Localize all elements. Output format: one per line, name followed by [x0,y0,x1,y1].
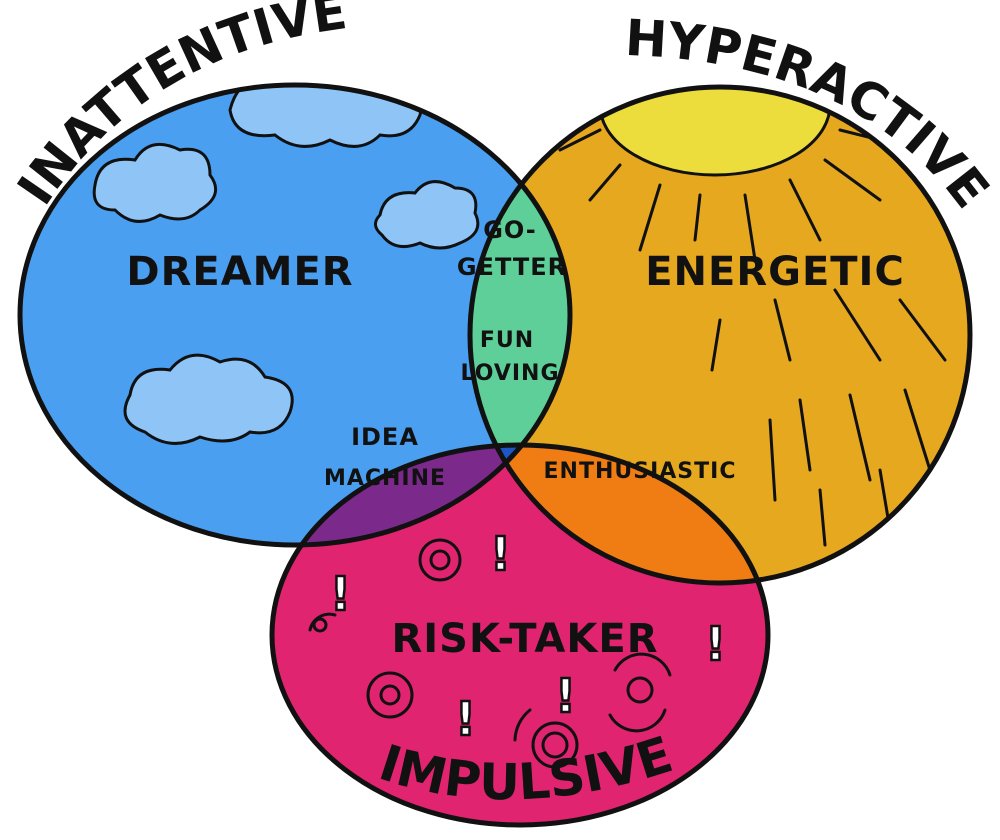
energetic-label: ENERGETIC [645,249,905,295]
fun-loving-label-line2: LOVING [460,361,559,386]
dreamer-label: DREAMER [126,249,353,295]
impulsive-outline [269,442,771,828]
svg-text:!: ! [705,617,726,671]
idea-machine-label-line2: MACHINE [324,466,446,491]
hyperactive-outline [467,84,973,586]
svg-text:!: ! [330,567,351,621]
enthusiastic-label: ENTHUSIASTIC [544,459,737,484]
fun-loving-label-line1: FUN [480,328,534,353]
svg-text:!: ! [455,692,476,746]
risk-taker-label: RISK-TAKER [392,616,659,662]
svg-text:!: ! [555,669,576,723]
enthusiastic-region [470,445,768,583]
idea-machine-label-line1: IDEA [351,423,419,451]
sun-icon [558,87,947,547]
exclamation-icon: ! ! ! ! ! [308,526,727,769]
cloud-icon [92,85,480,445]
go-getter-label-line1: GO- [483,216,537,244]
go-getter-label-line2: GETTER [457,253,567,281]
svg-text:!: ! [490,527,511,581]
inattentive-outline [17,82,573,548]
